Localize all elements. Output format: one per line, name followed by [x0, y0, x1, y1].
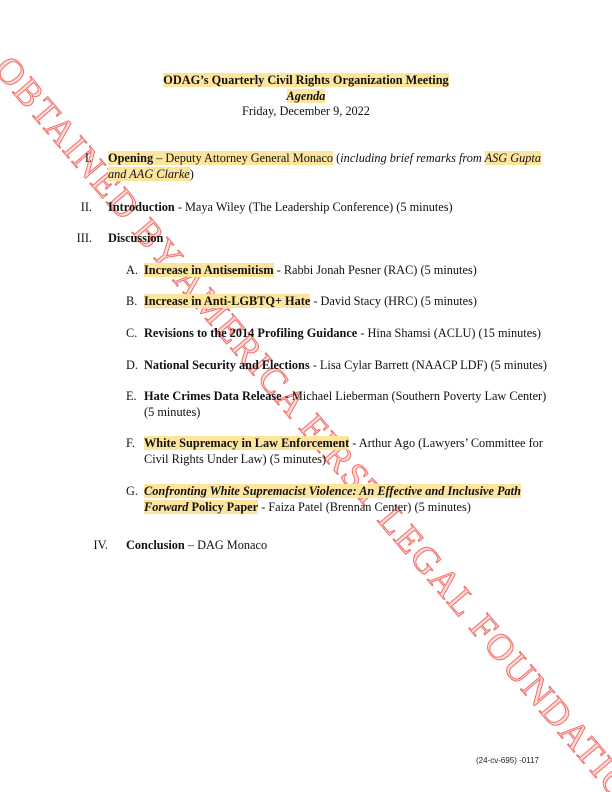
agenda-text: Agenda: [286, 89, 326, 103]
agenda-heading: Agenda: [0, 89, 612, 104]
discussion-letter: G.: [126, 484, 138, 498]
item-topic: Discussion: [108, 231, 164, 245]
agenda-item-opening-cont: and AAG Clarke): [108, 167, 194, 182]
agenda-item-opening: Opening – Deputy Attorney General Monaco…: [108, 151, 541, 166]
agenda-item-conclusion: Conclusion – DAG Monaco: [126, 538, 267, 553]
title-text: ODAG’s Quarterly Civil Rights Organizati…: [163, 73, 449, 87]
discussion-item: Increase in Anti-LGBTQ+ Hate - David Sta…: [144, 294, 477, 309]
discussion-item-cont: (5 minutes): [144, 405, 201, 419]
discussion-item-cont: Civil Rights Under Law) (5 minutes): [144, 452, 327, 466]
paren: (: [333, 151, 341, 165]
item-topic: Hate Crimes Data Release: [144, 389, 282, 403]
item-detail: - Maya Wiley (The Leadership Conference)…: [174, 200, 453, 214]
agenda-item-introduction: Introduction - Maya Wiley (The Leadershi…: [108, 200, 453, 215]
agenda-item-discussion: Discussion: [108, 231, 163, 246]
item-topic: Revisions to the 2014 Profiling Guidance: [144, 326, 358, 340]
item-topic: Forward: [144, 500, 189, 514]
item-note-highlight: and AAG Clarke: [108, 167, 190, 181]
item-detail: – DAG Monaco: [184, 538, 268, 552]
discussion-item: Increase in Antisemitism - Rabbi Jonah P…: [144, 263, 477, 278]
item-detail: - David Stacy (HRC) (5 minutes): [310, 294, 477, 308]
item-number: IV.: [93, 538, 108, 552]
item-detail: - Lisa Cylar Barrett (NAACP LDF) (5 minu…: [309, 358, 547, 372]
item-topic: Conclusion: [126, 538, 185, 552]
discussion-item: Hate Crimes Data Release - Michael Liebe…: [144, 389, 546, 404]
item-detail: - Rabbi Jonah Pesner (RAC) (5 minutes): [273, 263, 477, 277]
item-number: III.: [76, 231, 92, 245]
item-number: I.: [84, 151, 92, 165]
discussion-item-cont: Forward Policy Paper - Faiza Patel (Bren…: [144, 500, 471, 515]
discussion-letter: D.: [126, 358, 138, 372]
paren: ): [189, 167, 194, 181]
discussion-item: Confronting White Supremacist Violence: …: [144, 484, 521, 499]
item-topic: Opening: [108, 151, 154, 165]
item-topic: Increase in Antisemitism: [144, 263, 274, 277]
item-topic: Confronting White Supremacist Violence: …: [144, 484, 521, 498]
discussion-letter: C.: [126, 326, 138, 340]
discussion-letter: A.: [126, 263, 138, 277]
item-topic: Increase in Anti-LGBTQ+ Hate: [144, 294, 311, 308]
item-note-highlight: ASG Gupta: [484, 151, 541, 165]
bates-number: (24-cv-695) -0117: [476, 756, 539, 765]
item-detail: – Deputy Attorney General Monaco: [153, 151, 334, 165]
discussion-item: White Supremacy in Law Enforcement - Art…: [144, 436, 543, 451]
meeting-title: ODAG’s Quarterly Civil Rights Organizati…: [0, 73, 612, 88]
item-detail: - Hina Shamsi (ACLU) (15 minutes): [357, 326, 542, 340]
discussion-item: National Security and Elections - Lisa C…: [144, 358, 547, 373]
discussion-letter: F.: [126, 436, 135, 450]
item-topic: National Security and Elections: [144, 358, 310, 372]
discussion-item: Revisions to the 2014 Profiling Guidance…: [144, 326, 541, 341]
item-topic: White Supremacy in Law Enforcement: [144, 436, 350, 450]
item-topic: Policy Paper: [188, 500, 259, 514]
item-topic: Introduction: [108, 200, 175, 214]
item-number: II.: [80, 200, 92, 214]
item-detail: - Michael Lieberman (Southern Poverty La…: [281, 389, 547, 403]
discussion-letter: B.: [126, 294, 138, 308]
meeting-date: Friday, December 9, 2022: [242, 104, 370, 118]
item-note: including brief remarks from: [340, 151, 485, 165]
discussion-letter: E.: [126, 389, 137, 403]
item-detail: - Arthur Ago (Lawyers’ Committee for: [349, 436, 543, 450]
item-detail: - Faiza Patel (Brennan Center) (5 minute…: [258, 500, 471, 514]
